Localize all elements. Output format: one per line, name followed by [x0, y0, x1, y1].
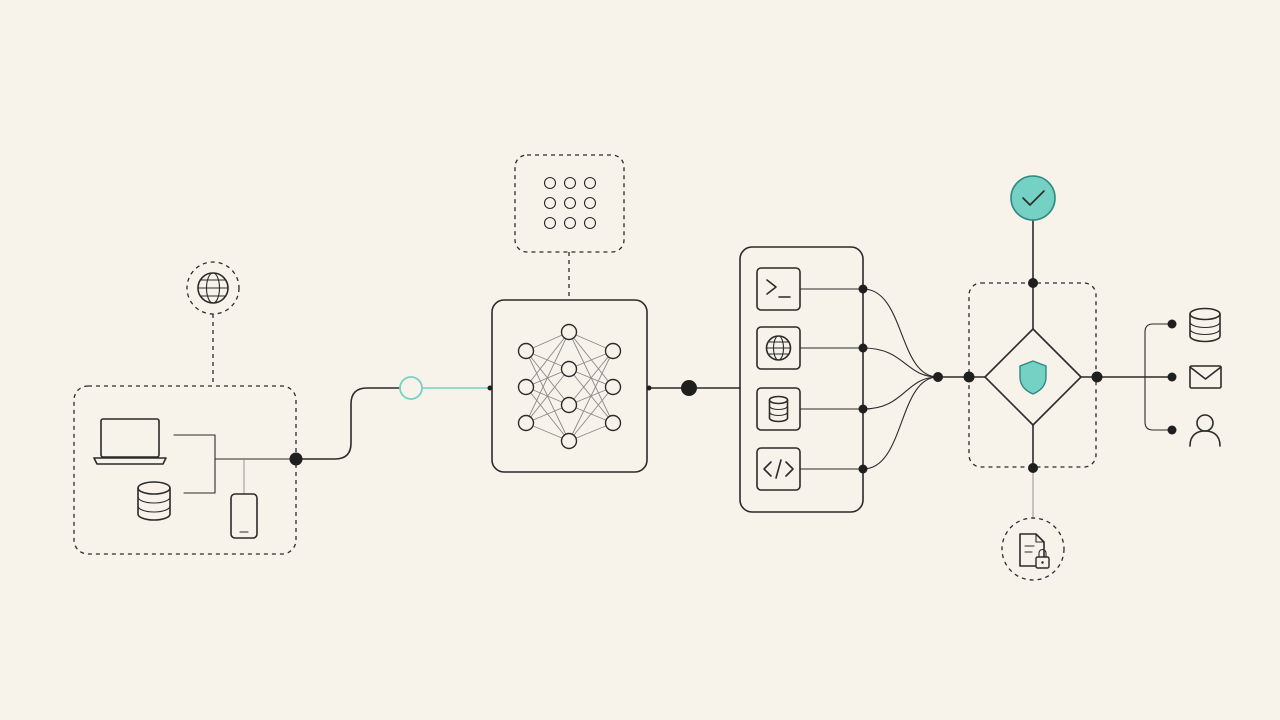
check-icon: [1010, 175, 1056, 221]
mail-icon: [1189, 365, 1222, 389]
model-box: [491, 299, 648, 473]
globe-icon: [186, 261, 240, 315]
grid-box: [514, 154, 625, 253]
decision-diamond: [984, 328, 1082, 426]
globe-icon: [756, 326, 801, 370]
shield-icon: [1019, 360, 1047, 395]
laptop-icon: [93, 418, 167, 465]
accent-node: [399, 376, 423, 400]
database-icon: [1189, 307, 1221, 343]
outputs-bracket: [1144, 323, 1173, 431]
fan-curve-3: [862, 376, 939, 410]
tools-box: [739, 246, 864, 513]
dot-grid-icon: [543, 176, 597, 230]
fan-curve-2: [862, 347, 939, 378]
source-group-box: [73, 385, 297, 555]
database-icon: [756, 387, 801, 431]
document-lock-icon: [1001, 517, 1065, 581]
neural-network-icon: [517, 323, 622, 450]
junction-dots: [289, 278, 1177, 474]
code-icon: [756, 447, 801, 491]
source-to-node-line: [295, 387, 400, 460]
source-internal-bracket: [173, 434, 216, 494]
database-icon: [137, 481, 171, 521]
phone-icon: [230, 493, 258, 539]
fan-curve-4: [862, 376, 939, 470]
user-icon: [1189, 414, 1221, 447]
terminal-icon: [756, 267, 801, 311]
fan-curve-1: [862, 288, 939, 378]
